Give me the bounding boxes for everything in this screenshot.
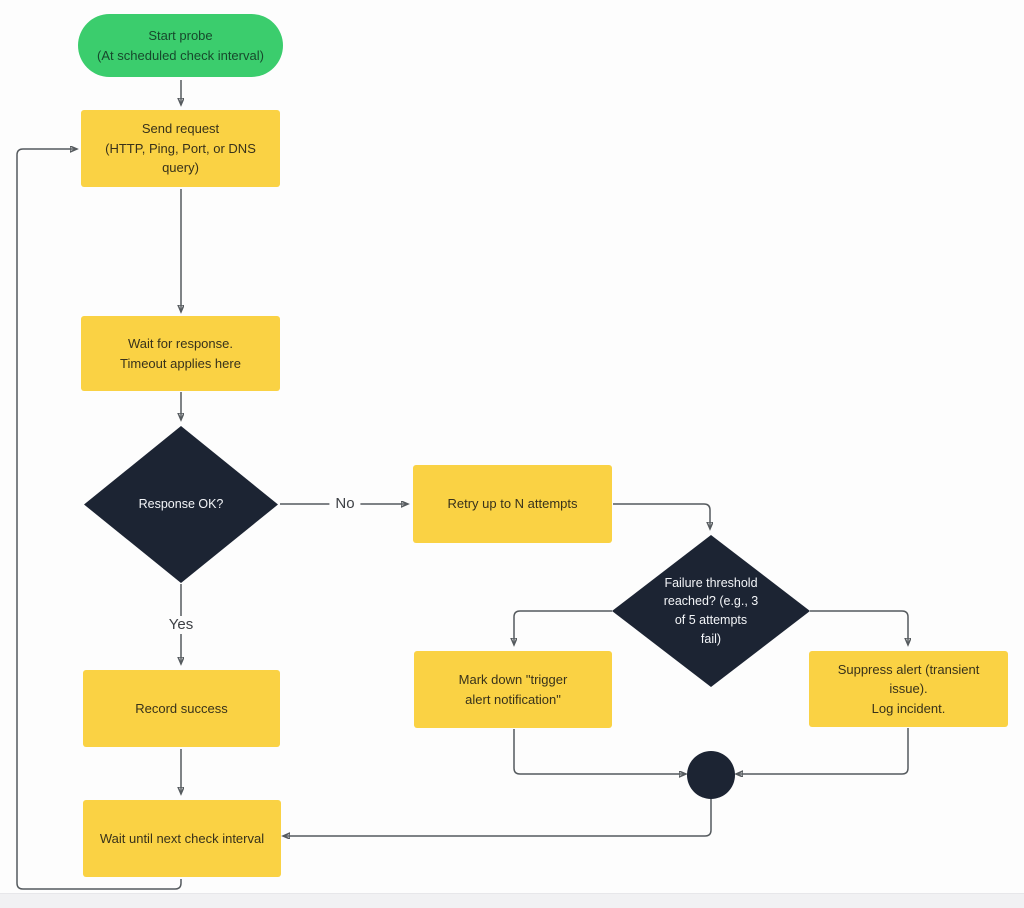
edge-merge-to-waitinterval <box>284 799 712 836</box>
node-merge-point <box>687 751 735 799</box>
edge-threshold-to-markdown <box>514 610 612 644</box>
node-suppress-alert: Suppress alert (transient issue). Log in… <box>809 651 1008 727</box>
node-record-success: Record success <box>83 670 280 747</box>
node-response-ok-decision: Response OK? <box>84 426 278 583</box>
node-start-probe-label: Start probe (At scheduled check interval… <box>97 28 264 63</box>
node-wait-response: Wait for response. Timeout applies here <box>81 316 280 391</box>
node-wait-interval-label: Wait until next check interval <box>99 830 265 846</box>
node-failure-threshold-label: Failure threshold reached? (e.g., 3 of 5… <box>663 575 759 646</box>
node-wait-interval: Wait until next check interval <box>83 800 281 877</box>
node-failure-threshold-decision: Failure threshold reached? (e.g., 3 of 5… <box>612 535 810 687</box>
node-start-probe: Start probe (At scheduled check interval… <box>78 14 283 77</box>
node-response-ok-label: Response OK? <box>138 497 224 512</box>
edge-label-no: No <box>329 495 361 513</box>
node-send-request-label: Send request (HTTP, Ping, Port, or DNS q… <box>105 121 256 176</box>
node-retry-attempts-label: Retry up to N attempts <box>447 496 578 512</box>
edge-label-yes: Yes <box>162 616 200 634</box>
node-mark-down: Mark down "trigger alert notification" <box>414 651 612 728</box>
node-record-success-label: Record success <box>135 700 228 716</box>
edge-retry-to-threshold <box>613 503 710 528</box>
node-mark-down-label: Mark down "trigger alert notification" <box>458 672 568 707</box>
edge-threshold-to-suppress <box>810 610 908 644</box>
edge-suppress-to-merge <box>737 728 909 774</box>
edge-markdown-to-merge <box>513 729 685 774</box>
node-retry-attempts: Retry up to N attempts <box>413 465 612 543</box>
node-send-request: Send request (HTTP, Ping, Port, or DNS q… <box>81 110 280 187</box>
node-wait-response-label: Wait for response. Timeout applies here <box>120 336 241 371</box>
node-suppress-alert-label: Suppress alert (transient issue). Log in… <box>837 661 980 716</box>
bottom-strip <box>0 893 1024 908</box>
